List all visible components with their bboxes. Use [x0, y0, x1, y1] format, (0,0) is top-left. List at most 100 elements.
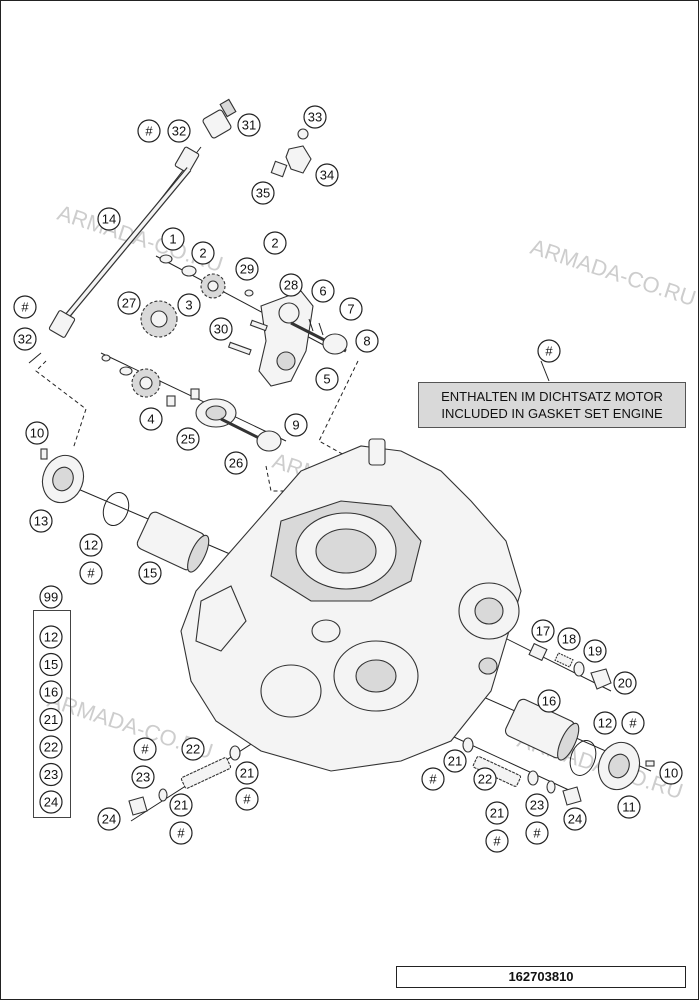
callout-part-10: 10 [659, 761, 683, 785]
callout-part-31: 31 [237, 113, 261, 137]
callout-number: 10 [664, 766, 678, 781]
callout-circle [485, 801, 509, 825]
watermark-1: ARMADA-CO.RU [54, 200, 226, 277]
callout-part-24: 24 [97, 807, 121, 831]
callout-part-21: 21 [235, 761, 259, 785]
callout-circle [167, 119, 191, 143]
callout-circle [284, 413, 308, 437]
callout-circle [613, 671, 637, 695]
callout-part-32: 32 [167, 119, 191, 143]
kit-item-text: 21 [44, 712, 58, 727]
callout-number: # [493, 834, 501, 849]
callout-circle [531, 619, 555, 643]
callout-circle [355, 329, 379, 353]
gasket-set-marker: # [133, 737, 157, 761]
callout-number: 7 [347, 302, 354, 317]
callout-circle [443, 749, 467, 773]
callout-part-34: 34 [315, 163, 339, 187]
gasket-set-note: ENTHALTEN IM DICHTSATZ MOTOR INCLUDED IN… [418, 382, 686, 428]
callout-part-8: 8 [355, 329, 379, 353]
callout-circle [137, 119, 161, 143]
callout-part-23: 23 [131, 765, 155, 789]
kit-item-23: 23 [39, 762, 63, 787]
kit-item-text: 12 [44, 630, 58, 645]
callout-circle [224, 451, 248, 475]
callout-part-10: 10 [25, 421, 49, 445]
callout-circle [138, 561, 162, 585]
callout-circle [537, 689, 561, 713]
callout-number: 13 [34, 514, 48, 529]
callout-number: # [533, 826, 541, 841]
callout-number: 21 [174, 798, 188, 813]
kit-item-22: 22 [39, 735, 63, 759]
callout-circle [13, 327, 37, 351]
callout-number: 21 [448, 754, 462, 769]
gasket-set-marker: # [79, 561, 103, 585]
gasket-set-marker: # [235, 787, 259, 811]
callout-part-9: 9 [284, 413, 308, 437]
callout-circle [593, 711, 617, 735]
callout-number: 18 [562, 632, 576, 647]
callout-number: 35 [256, 186, 270, 201]
callout-part-19: 19 [583, 639, 607, 663]
callout-number: 21 [490, 806, 504, 821]
callout-part-32: 32 [13, 327, 37, 351]
callout-circle [473, 767, 497, 791]
callout-number: 29 [240, 262, 254, 277]
callout-number: 3 [185, 298, 192, 313]
callout-circle [169, 793, 193, 817]
callout-circle [177, 293, 201, 317]
gasket-set-marker: # [525, 821, 549, 845]
callout-circle [563, 807, 587, 831]
kit-item-text: 16 [44, 685, 58, 700]
callout-part-23: 23 [525, 793, 549, 817]
watermark-2: ARMADA-CO.RU [527, 234, 699, 311]
callout-part-17: 17 [531, 619, 555, 643]
callout-number: 10 [30, 426, 44, 441]
callout-circle [421, 767, 445, 791]
callout-circle [117, 291, 141, 315]
callout-circle [161, 227, 185, 251]
callout-part-14: 14 [97, 207, 121, 231]
callout-circle [311, 279, 335, 303]
callout-circle [176, 427, 200, 451]
callout-circle [191, 241, 215, 265]
callout-number: 2 [199, 246, 206, 261]
callout-part-15: 15 [138, 561, 162, 585]
gasket-note-de: ENTHALTEN IM DICHTSATZ MOTOR [441, 389, 663, 404]
callout-number: # [87, 566, 95, 581]
callout-number: 11 [622, 800, 636, 815]
kit-item-15: 15 [39, 652, 63, 677]
callout-circle [525, 821, 549, 845]
callout-part-21: 21 [169, 793, 193, 817]
callout-part-5: 5 [315, 367, 339, 391]
callout-circle [659, 761, 683, 785]
callout-number: 26 [229, 456, 243, 471]
callout-part-16: 16 [537, 689, 561, 713]
kit-item-24: 24 [39, 790, 63, 814]
callout-number: 23 [530, 798, 544, 813]
kit-item-text: 24 [44, 795, 58, 810]
callout-part-20: 20 [613, 671, 637, 695]
gasket-set-marker: # [13, 295, 37, 319]
callout-number: 30 [214, 322, 228, 337]
callout-number: 32 [18, 332, 32, 347]
gasket-set-marker: # [421, 767, 445, 791]
callout-part-2: 2 [263, 231, 287, 255]
callout-part-7: 7 [339, 297, 363, 321]
callout-part-12: 12 [79, 533, 103, 557]
engine-crankcase [180, 438, 522, 772]
callout-circle [525, 793, 549, 817]
kit-item-12: 12 [39, 625, 63, 649]
callout-number: 15 [143, 566, 157, 581]
callout-number: 24 [102, 812, 116, 827]
callout-number: 21 [240, 766, 254, 781]
callout-number: # [21, 300, 29, 315]
drawing-number: 162703810 [396, 966, 686, 988]
gasket-note-en: INCLUDED IN GASKET SET ENGINE [441, 406, 663, 421]
callout-part-3: 3 [177, 293, 201, 317]
callout-circle [79, 561, 103, 585]
callout-number: 24 [568, 812, 582, 827]
